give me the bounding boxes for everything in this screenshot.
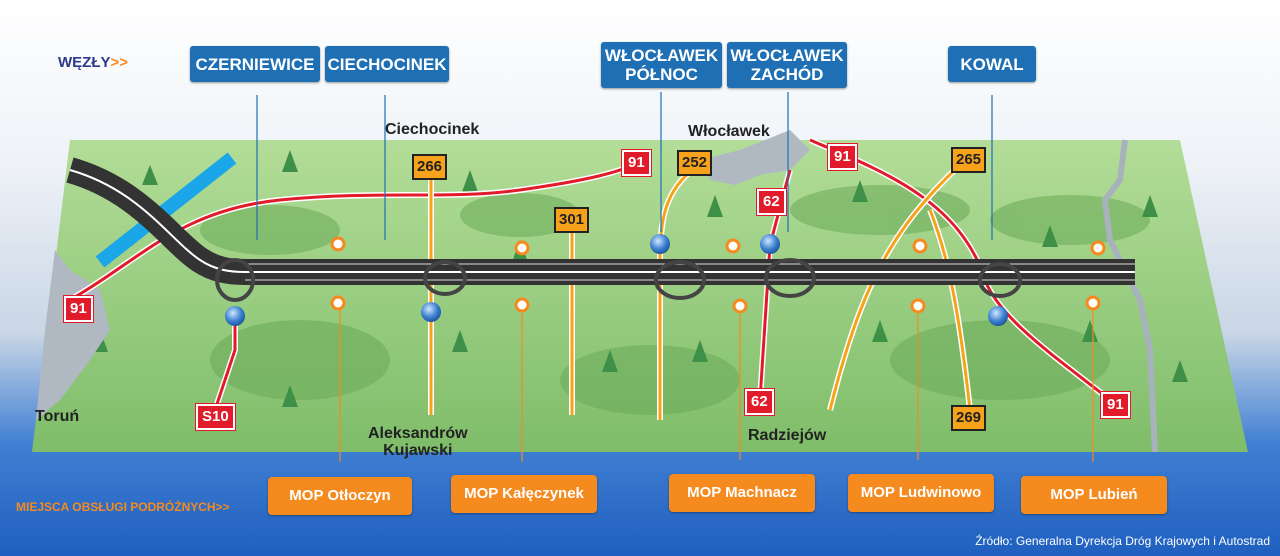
rest-area-markers	[330, 236, 1106, 314]
legend-junctions: WĘZŁY>>	[58, 54, 128, 71]
road-badge-s10: S10	[195, 403, 236, 431]
junction-label: CZERNIEWICE	[195, 54, 315, 74]
legend-rest-areas-arrows: >>	[215, 500, 230, 514]
forest-patches	[200, 185, 1150, 415]
legend-rest-areas: MIEJSCA OBSŁUGI PODRÓŻNYCH>>	[16, 500, 230, 514]
junction-wloclawek-polnoc[interactable]: WŁOCŁAWEK PÓŁNOC	[601, 42, 722, 88]
junction-label: KOWAL	[960, 54, 1024, 74]
river-vistula	[95, 152, 237, 268]
junction-markers	[225, 234, 1008, 326]
water-torun	[36, 250, 110, 420]
road-badge-269: 269	[951, 405, 987, 431]
road-badge-62: 62	[756, 188, 787, 216]
junction-pointers	[256, 92, 993, 240]
road-badge-301: 301	[554, 207, 590, 233]
rest-area-pointers	[339, 310, 1094, 462]
town-aleksandrow-line2: Kujawski	[383, 442, 453, 459]
road-badge-266: 266	[412, 154, 448, 180]
road-badge-252: 252	[677, 150, 713, 176]
rest-area-lubien[interactable]: MOP Lubień	[1021, 476, 1167, 514]
road-badge-91: 91	[63, 295, 94, 323]
junction-label-line2: PÓŁNOC	[625, 65, 698, 84]
town-ciechocinek: Ciechocinek	[385, 121, 480, 138]
junction-ciechocinek[interactable]: CIECHOCINEK	[325, 46, 449, 82]
town-torun: Toruń	[35, 408, 80, 425]
river-east	[1101, 139, 1158, 453]
junction-czerniewice[interactable]: CZERNIEWICE	[190, 46, 320, 82]
source-credit: Źródło: Generalna Dyrekcja Dróg Krajowyc…	[975, 534, 1270, 548]
junction-label: WŁOCŁAWEK	[604, 46, 719, 65]
junction-wloclawek-zachod[interactable]: WŁOCŁAWEK ZACHÓD	[727, 42, 847, 88]
legend-rest-areas-label: MIEJSCA OBSŁUGI PODRÓŻNYCH	[16, 500, 216, 514]
road-badge-91: 91	[621, 149, 652, 177]
town-aleksandrow-line1: Aleksandrów	[368, 425, 468, 442]
town-aleksandrow: Aleksandrów Kujawski	[368, 425, 468, 459]
junction-label: CIECHOCINEK	[327, 54, 447, 74]
rest-area-otloczyn[interactable]: MOP Otłoczyn	[268, 477, 412, 515]
rest-area-ludwinowo[interactable]: MOP Ludwinowo	[848, 474, 994, 512]
rest-area-machnacz[interactable]: MOP Machnacz	[669, 474, 815, 512]
junction-label-line2: ZACHÓD	[750, 65, 824, 84]
water-wloclawek	[700, 130, 810, 185]
legend-junctions-label: WĘZŁY	[58, 54, 111, 71]
road-badge-265: 265	[951, 147, 987, 173]
town-radziejow: Radziejów	[748, 427, 827, 444]
legend-junctions-arrows: >>	[110, 54, 129, 71]
junction-loops	[215, 258, 1022, 302]
junction-kowal[interactable]: KOWAL	[948, 46, 1036, 82]
road-badge-62: 62	[744, 388, 775, 416]
junction-label: WŁOCŁAWEK	[730, 46, 844, 65]
road-badge-91: 91	[827, 143, 858, 171]
town-wloclawek: Włocławek	[688, 123, 770, 140]
rest-area-kaleczynek[interactable]: MOP Kałęczynek	[451, 475, 597, 513]
road-badge-91: 91	[1100, 391, 1131, 419]
